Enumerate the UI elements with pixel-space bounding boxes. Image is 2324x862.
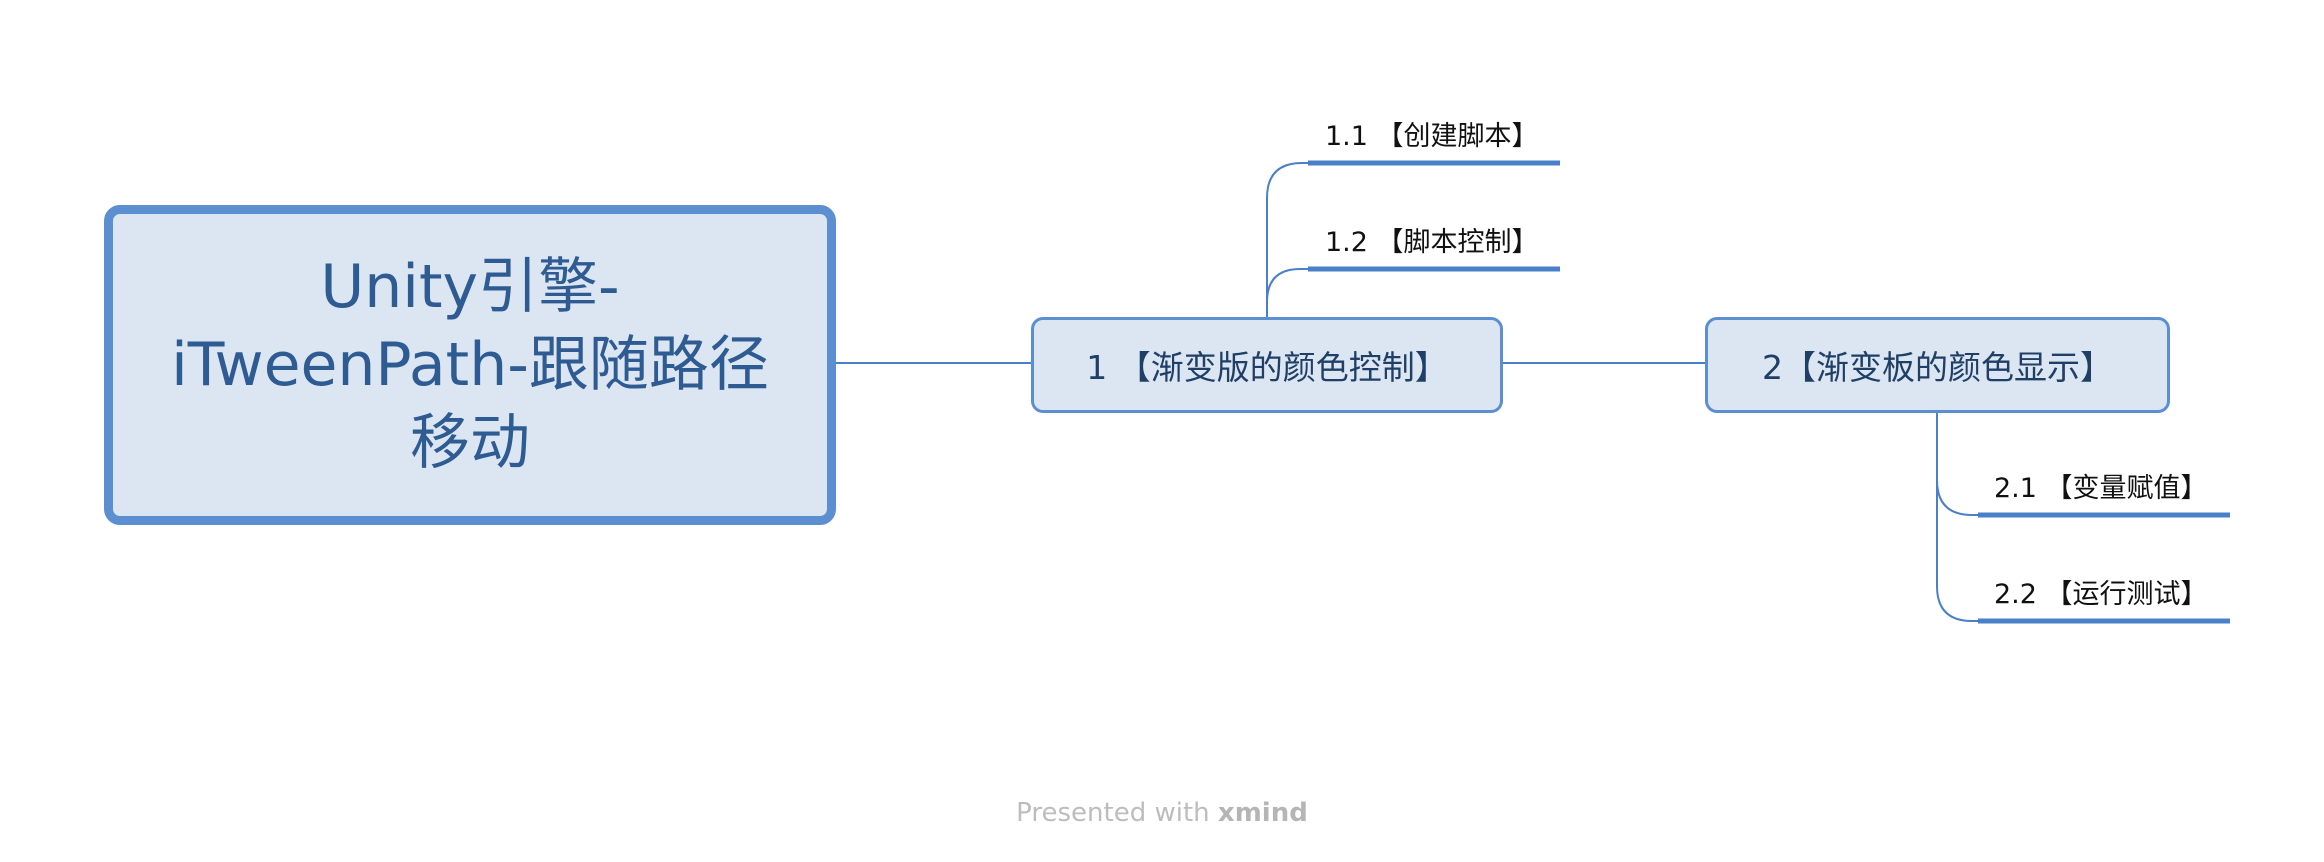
subtopic-1-1[interactable]: 1.1 【创建脚本】 <box>1325 121 1539 152</box>
topic-1-label: 1 【渐变版的颜色控制】 <box>1086 348 1448 387</box>
topic-2[interactable]: 2【渐变板的颜色显示】 <box>1705 317 2170 413</box>
subtopic-2-2[interactable]: 2.2 【运行测试】 <box>1994 579 2208 610</box>
presented-with-footer: Presented with xmind <box>0 798 2324 828</box>
root-topic-label: Unity引擎-iTweenPath-跟随路径移动 <box>171 252 769 478</box>
subtopic-1-2[interactable]: 1.2 【脚本控制】 <box>1325 227 1539 258</box>
subtopic-2-1[interactable]: 2.1 【变量赋值】 <box>1994 473 2208 504</box>
connector-topic2-sub22 <box>1936 413 1980 622</box>
root-topic[interactable]: Unity引擎-iTweenPath-跟随路径移动 <box>104 205 836 525</box>
connector-topic2-sub21 <box>1936 413 1980 516</box>
footer-prefix: Presented with <box>1016 798 1210 828</box>
connector-topic1-sub12 <box>1266 268 1310 317</box>
connector-topic1-sub11 <box>1266 162 1310 317</box>
topic-1[interactable]: 1 【渐变版的颜色控制】 <box>1031 317 1503 413</box>
topic-2-label: 2【渐变板的颜色显示】 <box>1762 348 2113 387</box>
xmind-brand: xmind <box>1217 798 1308 828</box>
